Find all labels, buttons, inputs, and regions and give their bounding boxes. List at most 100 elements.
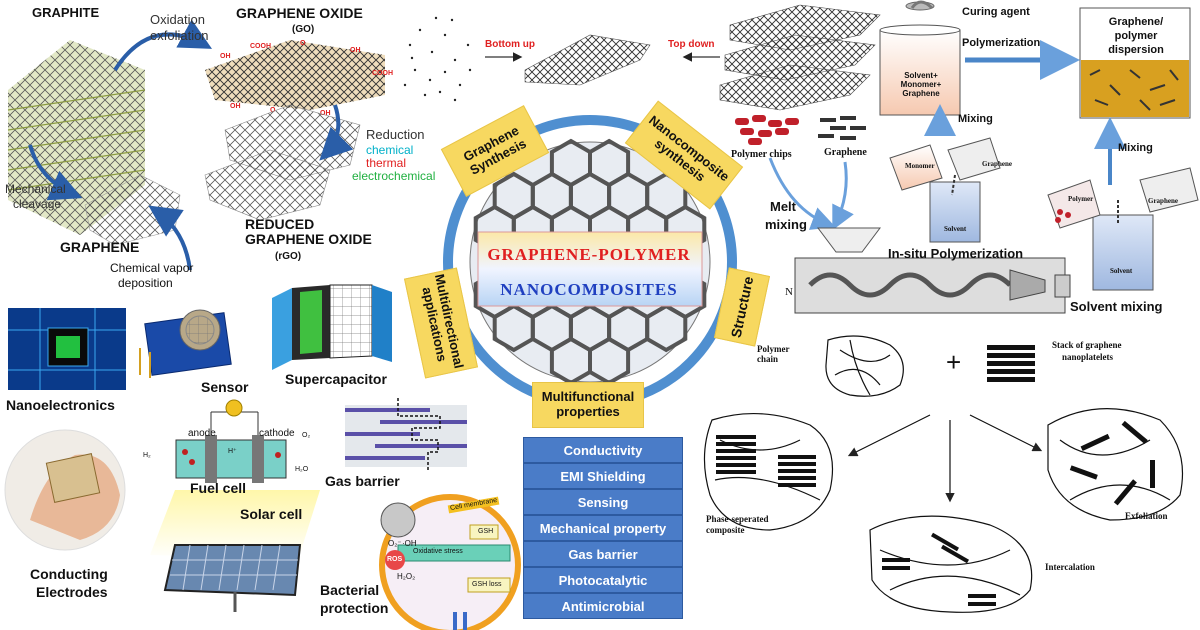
solvent-insitu-label: Solvent — [944, 225, 967, 233]
fuel-cell-label: Fuel cell — [190, 480, 247, 496]
solvent-mixing-label: Solvent mixing — [1070, 299, 1163, 314]
conducting-electrode-hand-image — [4, 429, 126, 551]
oxidation-label: Oxidation — [150, 12, 205, 27]
reduced-label: REDUCED — [245, 216, 315, 232]
gas-barrier-label: Gas barrier — [325, 473, 400, 489]
extruder-image — [794, 227, 1071, 314]
svg-text:COOH: COOH — [250, 43, 271, 50]
ros-label: ROS — [387, 556, 403, 563]
exfoliation-structure-label: Exfoliation — [1125, 511, 1168, 521]
dispersion-label-line1: Graphene/ — [1108, 16, 1164, 28]
extruder-n-label: N — [785, 286, 793, 298]
graphene-stack-blocks — [716, 345, 1155, 606]
atom-dots-image — [403, 16, 472, 102]
gas-barrier-image — [345, 398, 467, 470]
plus-sign: + — [946, 347, 962, 377]
property-item: Gas barrier — [523, 541, 683, 567]
intercalation-label: Intercalation — [1045, 562, 1095, 572]
property-item: Sensing — [523, 489, 683, 515]
svg-text:O: O — [270, 107, 276, 114]
supercapacitor-label: Supercapacitor — [285, 371, 387, 387]
conducting-label: Conducting — [30, 566, 108, 582]
stack-label-line2: nanoplatelets — [1062, 352, 1114, 362]
rgo-label: (rGO) — [275, 251, 302, 262]
h2o-label: H₂O — [295, 466, 309, 473]
hydroxyl-label: ·OH — [402, 539, 417, 548]
curing-agent-label: Curing agent — [962, 6, 1030, 18]
polymer-chips-label: Polymer chips — [731, 149, 792, 160]
svg-text:OH: OH — [320, 110, 331, 117]
graphene-oxide-label: GRAPHENE OXIDE — [236, 5, 363, 21]
graphene-pile-label: Graphene — [824, 147, 867, 158]
reduction-thermal-label: thermal — [366, 156, 407, 170]
svg-text:OH: OH — [350, 47, 361, 54]
cvd-label-line1: Chemical vapor — [110, 261, 194, 275]
gsh-label: GSH — [478, 528, 494, 535]
svg-text:COOH: COOH — [372, 70, 393, 77]
bacterial-label: Bacterial — [320, 582, 380, 598]
property-item: Photocatalytic — [523, 567, 683, 593]
superoxide-label: O₂⁻ — [388, 539, 402, 548]
protection-label: protection — [320, 600, 389, 616]
mechanical-label: Mechanical — [5, 182, 66, 196]
sensor-image — [139, 309, 232, 378]
title-line1: GRAPHENE-POLYMER — [487, 245, 691, 264]
title-banner — [477, 231, 703, 307]
graphene-solvent-mix-label: Graphene — [1148, 197, 1178, 205]
top-down-label: Top down — [668, 39, 715, 50]
property-item: Antimicrobial — [523, 593, 683, 619]
h2-label: H₂ — [143, 452, 151, 459]
mixing-melt-label: mixing — [765, 217, 807, 232]
polymer-chain-label: Polymer chain — [757, 344, 790, 364]
cleavage-label: cleavage — [13, 197, 62, 211]
melt-label: Melt — [770, 199, 796, 214]
single-graphene-sheet-image — [524, 34, 651, 86]
in-situ-polymerization-beakers — [889, 137, 1001, 243]
solar-cell-image — [150, 490, 320, 612]
fuel-cell-image — [175, 399, 287, 483]
solvent-solvent-mix-label: Solvent — [1110, 267, 1133, 275]
polymer-solvent-mix-label: Polymer — [1068, 195, 1094, 203]
solar-cell-label: Solar cell — [240, 506, 303, 522]
reduced-graphene-oxide-label: GRAPHENE OXIDE — [245, 231, 372, 247]
o2-label: O₂ — [302, 432, 311, 439]
phase-separated-label-line1: Phase-seperated — [706, 514, 769, 524]
structure-panel-drawings — [703, 335, 1183, 613]
mixing-label-2: Mixing — [1118, 142, 1153, 154]
in-situ-polymerization-label: In-situ Polymerization — [888, 246, 1024, 261]
reduction-label: Reduction — [366, 127, 425, 142]
reduction-electrochemical-label: electrochemical — [352, 169, 436, 183]
polymer-chips-image — [735, 115, 799, 145]
graphite-label: GRAPHITE — [32, 5, 100, 20]
oxidative-stress-label: Oxidative stress — [413, 548, 463, 555]
dispersion-label-line2: polymer — [1114, 30, 1158, 42]
graphene-flakes-image — [818, 116, 866, 140]
property-item: Mechanical property — [523, 515, 683, 541]
svg-text:O: O — [300, 40, 306, 47]
mixing-label-1: Mixing — [958, 113, 993, 125]
graphene-label: GRAPHENE — [60, 239, 140, 255]
supercapacitor-image — [272, 284, 392, 370]
stack-label-line1: Stack of graphene — [1052, 340, 1122, 350]
bacterial-cell-image — [379, 494, 521, 630]
polymerization-beaker — [879, 0, 961, 116]
property-item: Conductivity — [523, 437, 683, 463]
reduction-chemical-label: chemical — [366, 143, 414, 157]
sensor-label: Sensor — [201, 379, 249, 395]
peroxide-label: H₂O₂ — [397, 572, 416, 581]
nanoelectronics-label: Nanoelectronics — [6, 397, 115, 413]
svg-text:OH: OH — [230, 103, 241, 110]
stacked-graphene-sheets-image — [719, 4, 881, 111]
solvent-mixing-beakers — [1047, 167, 1199, 291]
synthesis-arrows — [28, 19, 354, 271]
anode-label: anode — [188, 428, 216, 439]
go-label: (GO) — [292, 24, 315, 35]
cvd-label-line2: deposition — [118, 276, 173, 290]
reduced-graphene-oxide-sheets-image — [204, 104, 361, 221]
property-item: EMI Shielding — [523, 463, 683, 489]
dispersion-label-line3: dispersion — [1108, 44, 1164, 56]
